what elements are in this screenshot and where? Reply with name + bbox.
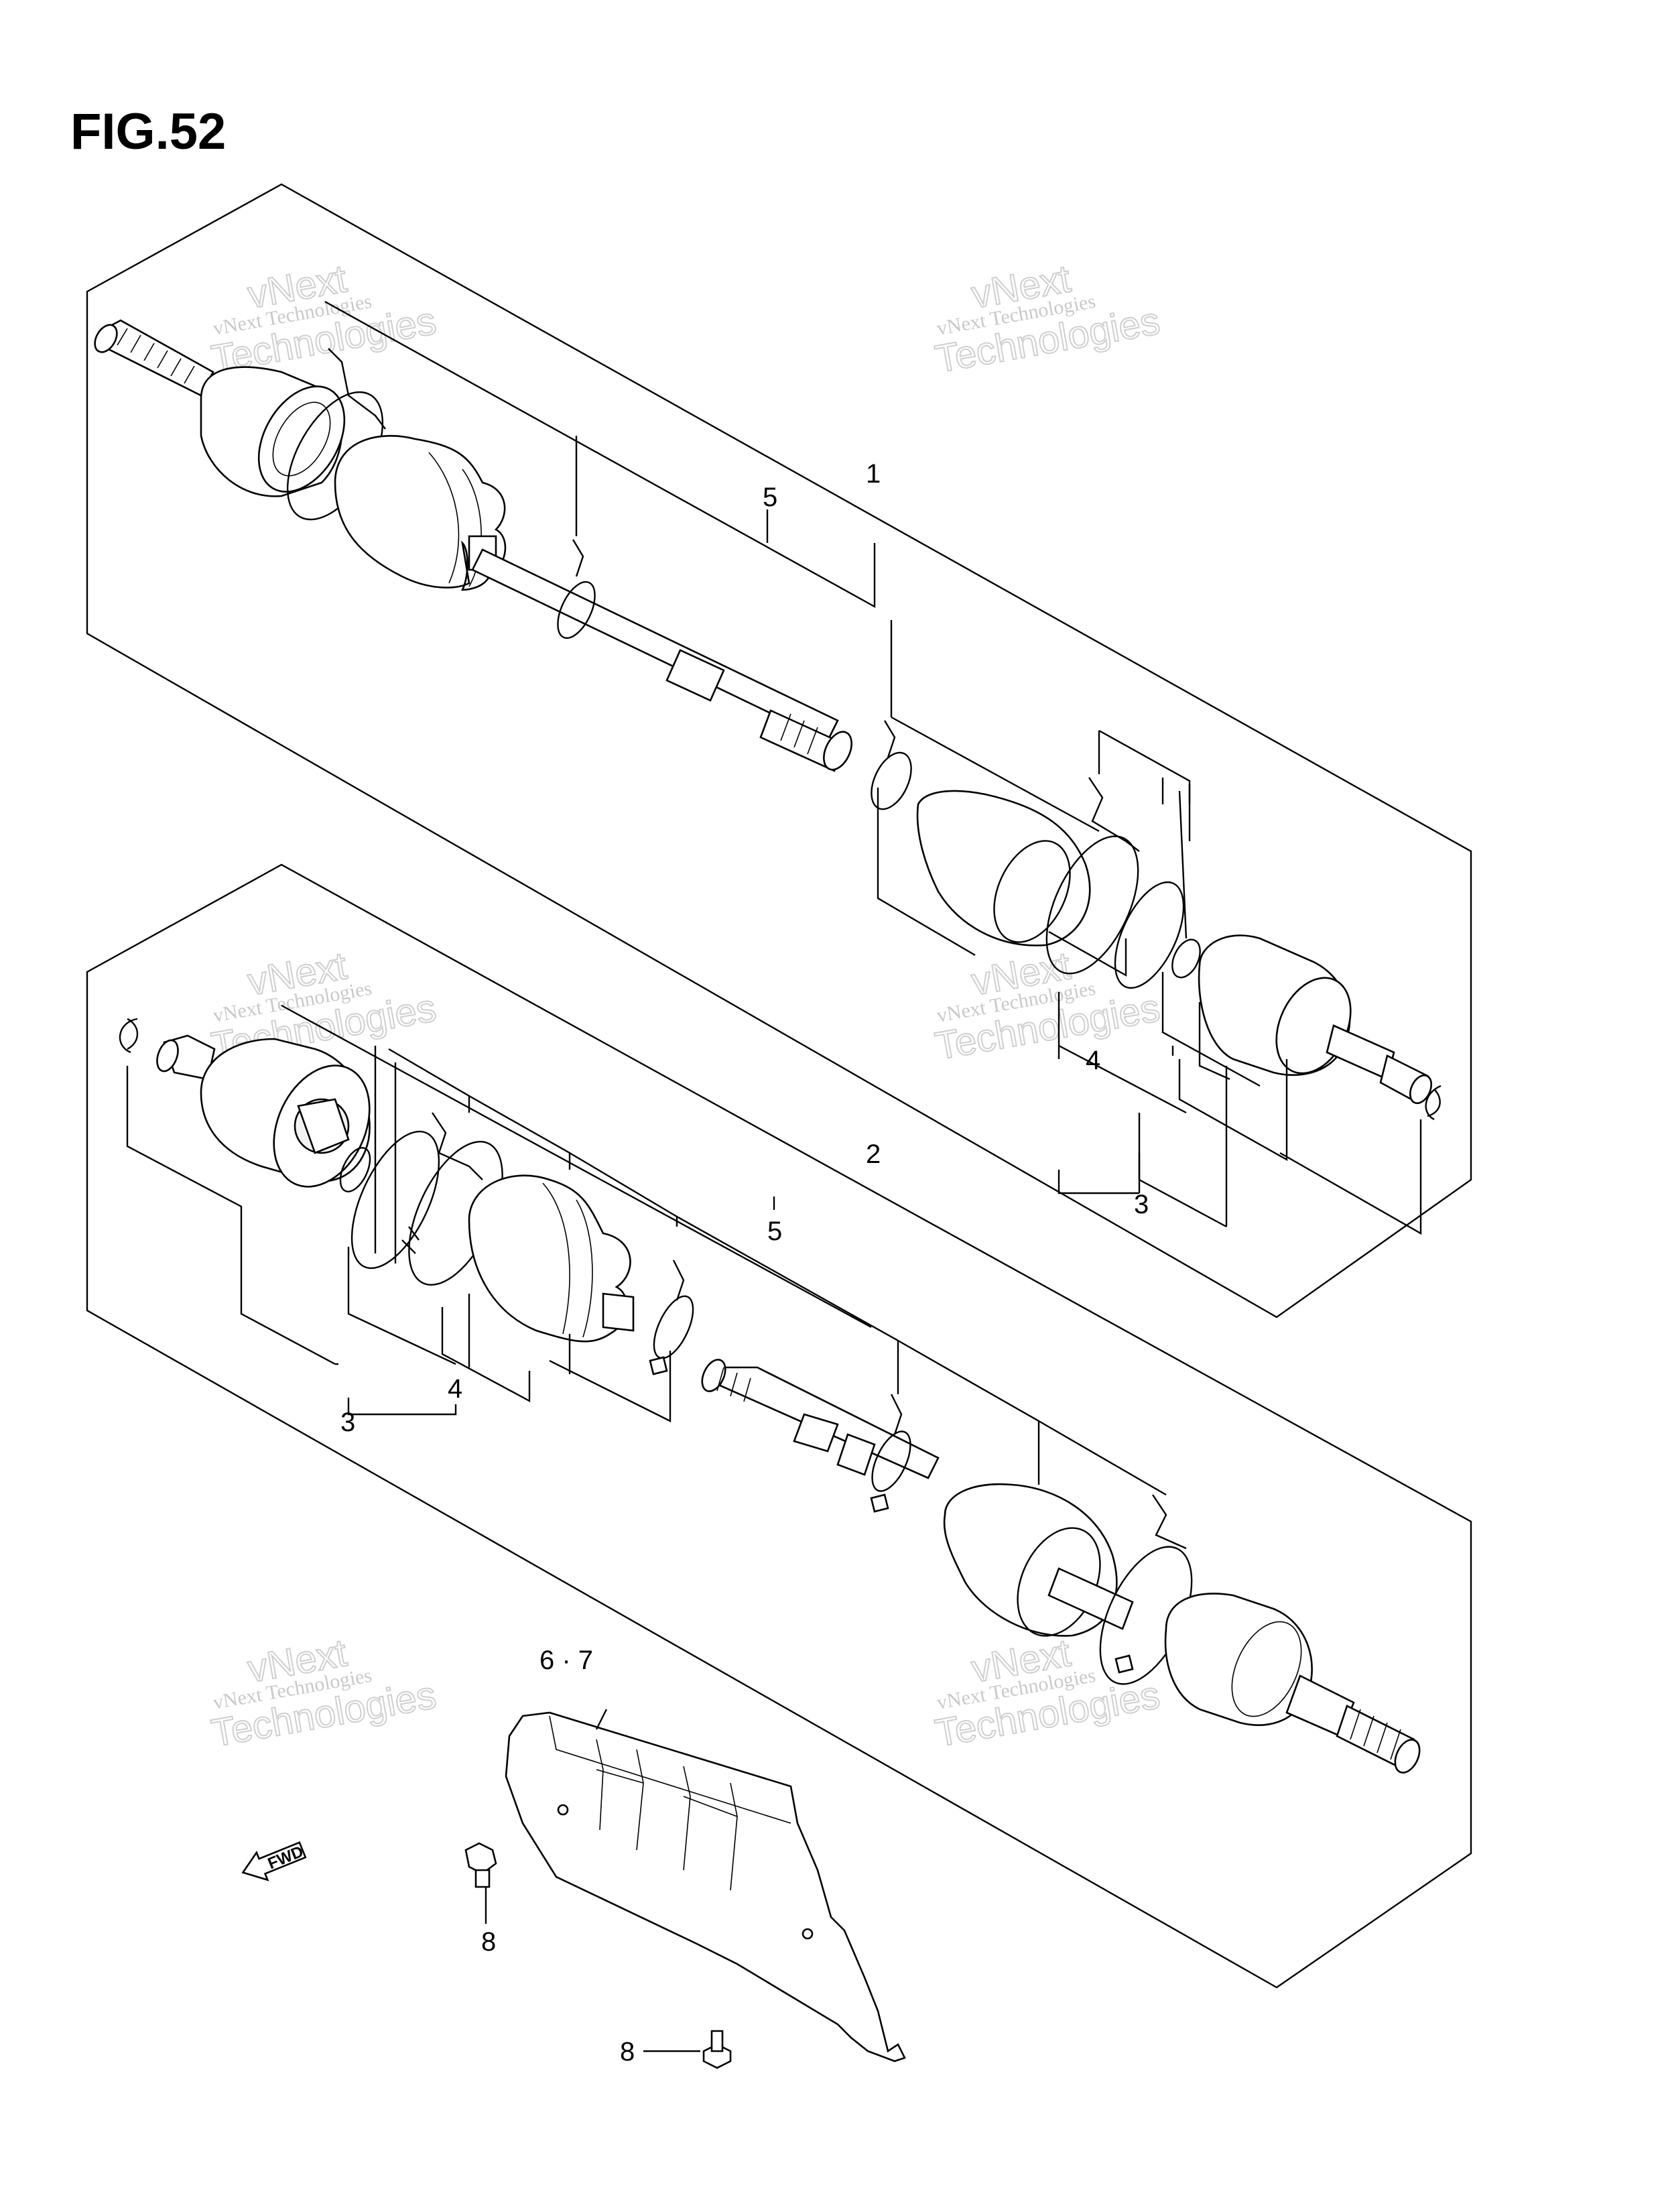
upper-inner-joint-housing bbox=[1198, 934, 1433, 1105]
lower-left-tripod-joint bbox=[200, 1038, 371, 1188]
lower-right-boot bbox=[943, 1483, 1134, 1637]
upper-assembly-frame bbox=[86, 183, 1472, 1318]
upper-left-spline bbox=[94, 319, 214, 397]
watermark-1: vNext vNext Technologies Technologies bbox=[208, 256, 440, 382]
lower-left-clamp-1 bbox=[350, 1130, 440, 1270]
upper-right-clamp-3 bbox=[1114, 881, 1185, 989]
lower-mid-clamp-1 bbox=[649, 1259, 694, 1375]
callout-lower-shaft: 5 bbox=[767, 1217, 782, 1246]
watermark-5: vNext vNext Technologies Technologies bbox=[208, 1630, 440, 1756]
lower-mid-clamp-2 bbox=[870, 1394, 911, 1513]
callout-lower-assembly: 2 bbox=[866, 1140, 881, 1169]
upper-circlip-small bbox=[1171, 938, 1201, 979]
watermark-2: vNext vNext Technologies Technologies bbox=[932, 256, 1164, 382]
callout-cover: 6 · 7 bbox=[539, 1646, 593, 1675]
bolt-lower: 8 bbox=[620, 2030, 732, 2069]
watermark-6: vNext vNext Technologies Technologies bbox=[932, 1630, 1164, 1756]
forward-arrow-icon: FWD bbox=[241, 1841, 307, 1882]
upper-leader-lines bbox=[324, 300, 1422, 1235]
lower-left-boot bbox=[468, 1174, 635, 1343]
lower-right-clamp bbox=[1099, 1494, 1193, 1685]
lower-assembly-frame bbox=[86, 863, 1472, 1989]
lower-right-spline bbox=[1285, 1674, 1421, 1774]
lower-left-snap-ring bbox=[339, 1147, 371, 1192]
lower-leader-lines bbox=[126, 1004, 1167, 1496]
callout-bolt-upper: 8 bbox=[481, 1927, 496, 1957]
callout-upper-boot-kit: 4 bbox=[1086, 1046, 1100, 1075]
callout-upper-shaft: 5 bbox=[763, 483, 777, 512]
upper-right-clamp-1 bbox=[871, 720, 912, 810]
callout-upper-assembly: 1 bbox=[866, 459, 881, 489]
lower-left-circlip bbox=[119, 1018, 139, 1054]
upper-right-boot bbox=[916, 790, 1091, 946]
upper-assembly: 5 1 4 3 bbox=[86, 183, 1472, 1318]
lower-mid-shaft bbox=[701, 1359, 940, 1479]
figure-title: FIG.52 bbox=[70, 103, 226, 160]
lower-joint-kit-bracket bbox=[347, 1398, 457, 1416]
lower-assembly: 2 5 3 4 bbox=[86, 863, 1472, 1989]
upper-end-circlip bbox=[1425, 1085, 1442, 1121]
upper-mid-shaft bbox=[471, 548, 852, 772]
bolt-upper: 8 bbox=[464, 1842, 497, 1957]
cover-plate: 6 · 7 bbox=[505, 1646, 906, 2063]
callout-lower-boot-kit: 4 bbox=[448, 1374, 462, 1404]
callout-bolt-lower: 8 bbox=[620, 2037, 635, 2067]
upper-mid-clamp bbox=[557, 539, 596, 639]
callout-upper-joint-kit: 3 bbox=[1134, 1190, 1149, 1219]
watermark-4: vNext vNext Technologies Technologies bbox=[932, 943, 1164, 1069]
